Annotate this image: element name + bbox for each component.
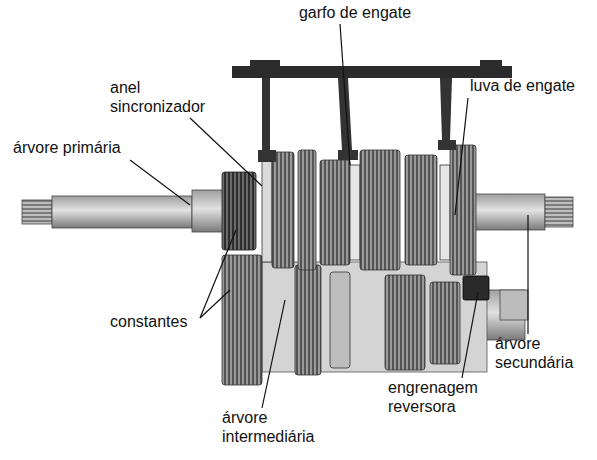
part-label: engrenagem reversora [388,378,498,416]
secondary-shaft [475,194,573,230]
part-label: luva de engate [470,76,595,95]
countershaft [225,262,528,372]
part-label: árvore primária [13,138,173,157]
leader-lines [130,24,528,408]
part-label: garfo de engate [285,3,425,22]
countershaft-gears [222,255,489,385]
main-shaft-gears [222,145,476,275]
primary-shaft [22,190,224,232]
shift-forks [232,60,512,162]
part-label: anel sincronizador [110,78,230,116]
part-label: árvore intermediária [222,408,342,446]
part-label: constantes [110,312,210,331]
part-label: árvore secundária [495,334,590,372]
